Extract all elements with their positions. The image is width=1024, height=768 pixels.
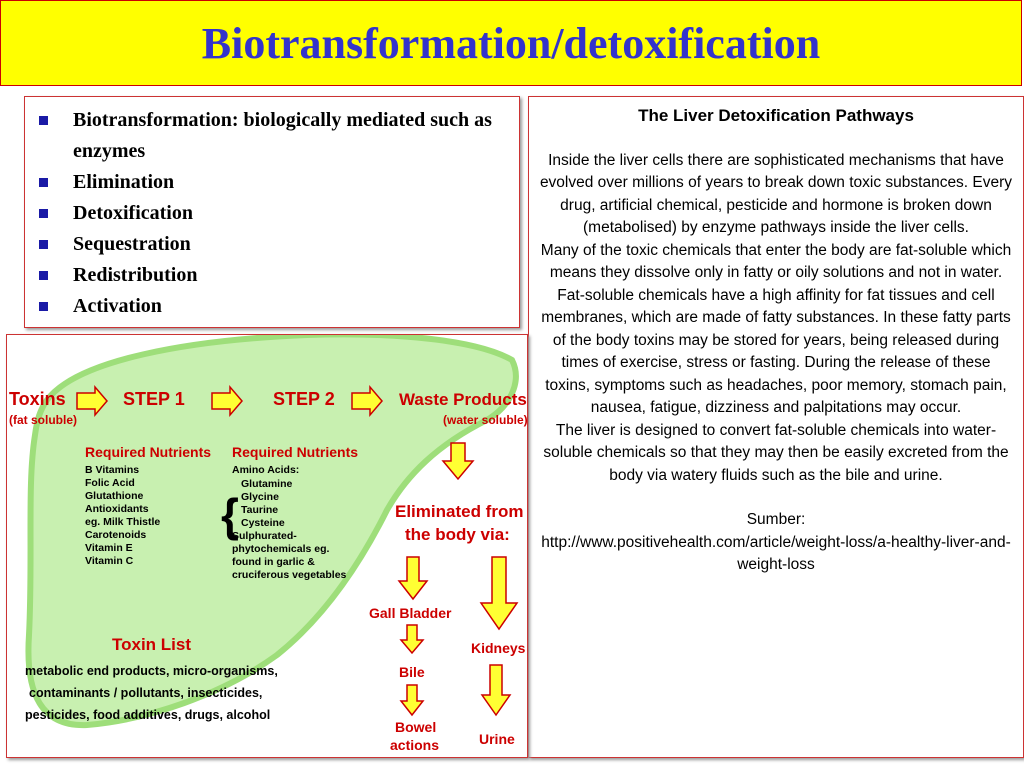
diagram-svg: Toxins (fat soluble) STEP 1 STEP 2 Waste… bbox=[9, 335, 527, 753]
step1-label: STEP 1 bbox=[123, 389, 185, 409]
waste-products-label: Waste Products bbox=[399, 390, 527, 409]
required-nutrients-1-title: Required Nutrients bbox=[85, 444, 211, 460]
step2-label: STEP 2 bbox=[273, 389, 335, 409]
nutrient-item: Taurine bbox=[241, 504, 278, 516]
nutrient-item: eg. Milk Thistle bbox=[85, 516, 160, 528]
eliminated-label-line2: the body via: bbox=[405, 525, 510, 544]
nutrient-item: Sulphurated- bbox=[232, 530, 297, 542]
gall-bladder-label: Gall Bladder bbox=[369, 605, 452, 621]
nutrient-item: cruciferous vegetables bbox=[232, 569, 347, 581]
amino-acid-list: Glutamine Glycine Taurine Cysteine bbox=[241, 478, 293, 529]
panel-paragraph-1: Inside the liver cells there are sophist… bbox=[539, 151, 1013, 237]
waste-sub-label: (water soluble) bbox=[443, 413, 527, 427]
source-label: Sumber: bbox=[746, 511, 806, 528]
actions-label: actions bbox=[390, 737, 439, 753]
bullet-item: Sequestration bbox=[39, 229, 519, 260]
bullet-square-icon bbox=[39, 209, 48, 218]
toxin-list-line: pesticides, food additives, drugs, alcoh… bbox=[25, 708, 270, 722]
arrow-right-icon bbox=[211, 384, 243, 418]
bullet-item: Elimination bbox=[39, 167, 519, 198]
liver-shape bbox=[25, 335, 519, 729]
panel-heading: The Liver Detoxification Pathways bbox=[638, 106, 914, 125]
slide-title: Biotransformation/detoxification bbox=[201, 19, 821, 68]
title-banner: Biotransformation/detoxification bbox=[0, 0, 1022, 86]
nutrient-item: Glutathione bbox=[85, 490, 143, 502]
bullet-square-icon bbox=[39, 240, 48, 249]
nutrient-item: Glycine bbox=[241, 491, 279, 503]
toxins-sub-label: (fat soluble) bbox=[9, 413, 77, 427]
source-url: http://www.positivehealth.com/article/we… bbox=[541, 533, 1011, 574]
nutrient-item: phytochemicals eg. bbox=[232, 543, 330, 555]
arrow-down-icon bbox=[397, 556, 429, 601]
kidneys-label: Kidneys bbox=[471, 640, 526, 656]
nutrient-item: Carotenoids bbox=[85, 529, 146, 541]
bullet-item: Activation bbox=[39, 291, 519, 322]
bullet-list: Biotransformation: biologically mediated… bbox=[25, 97, 519, 322]
toxin-list-line: metabolic end products, micro-organisms, bbox=[25, 664, 278, 678]
amino-acids-label: Amino Acids: bbox=[232, 464, 299, 476]
nutrient-item: Glutamine bbox=[241, 478, 293, 490]
bullet-square-icon bbox=[39, 178, 48, 187]
nutrient-item: found in garlic & bbox=[232, 556, 315, 568]
eliminated-label-line1: Eliminated from bbox=[395, 502, 523, 521]
arrow-down-icon bbox=[441, 442, 475, 481]
bowel-label: Bowel bbox=[395, 719, 436, 735]
bullet-square-icon bbox=[39, 271, 48, 280]
bullet-item: Redistribution bbox=[39, 260, 519, 291]
bullet-square-icon bbox=[39, 116, 48, 125]
bullet-list-box: Biotransformation: biologically mediated… bbox=[24, 96, 520, 328]
nutrient-item: B Vitamins bbox=[85, 464, 139, 476]
arrow-right-icon bbox=[76, 384, 108, 418]
arrow-down-icon bbox=[480, 664, 512, 717]
nutrient-item: Folic Acid bbox=[85, 477, 135, 489]
panel-paragraph-3: The liver is designed to convert fat-sol… bbox=[543, 421, 1009, 484]
bullet-square-icon bbox=[39, 302, 48, 311]
liver-detox-text-panel: The Liver Detoxification Pathways Inside… bbox=[528, 96, 1024, 758]
urine-label: Urine bbox=[479, 731, 515, 747]
arrow-down-icon bbox=[399, 684, 425, 717]
brace-icon: { bbox=[221, 489, 239, 541]
toxins-label: Toxins bbox=[9, 389, 66, 409]
toxin-list: metabolic end products, micro-organisms,… bbox=[25, 664, 278, 722]
nutrient-item: Vitamin E bbox=[85, 542, 133, 554]
spacer bbox=[539, 487, 1013, 509]
bile-label: Bile bbox=[399, 664, 425, 680]
arrow-right-icon bbox=[351, 384, 383, 418]
nutrient-item: Cysteine bbox=[241, 517, 285, 529]
toxin-list-title: Toxin List bbox=[112, 635, 191, 654]
arrow-down-icon bbox=[479, 556, 519, 631]
required-nutrients-2-title: Required Nutrients bbox=[232, 444, 358, 460]
bullet-item: Detoxification bbox=[39, 198, 519, 229]
panel-paragraph-2: Many of the toxic chemicals that enter t… bbox=[540, 241, 1012, 417]
toxin-list-line: contaminants / pollutants, insecticides, bbox=[29, 686, 262, 700]
sulphurated-list: Sulphurated- phytochemicals eg. found in… bbox=[232, 530, 347, 581]
bullet-item: Biotransformation: biologically mediated… bbox=[39, 105, 519, 167]
liver-pathway-diagram: Toxins (fat soluble) STEP 1 STEP 2 Waste… bbox=[6, 334, 528, 758]
nutrient-item: Antioxidants bbox=[85, 503, 149, 515]
nutrient-item: Vitamin C bbox=[85, 555, 134, 567]
required-nutrients-1-list: B Vitamins Folic Acid Glutathione Antiox… bbox=[85, 464, 160, 567]
arrow-down-icon bbox=[399, 624, 425, 655]
